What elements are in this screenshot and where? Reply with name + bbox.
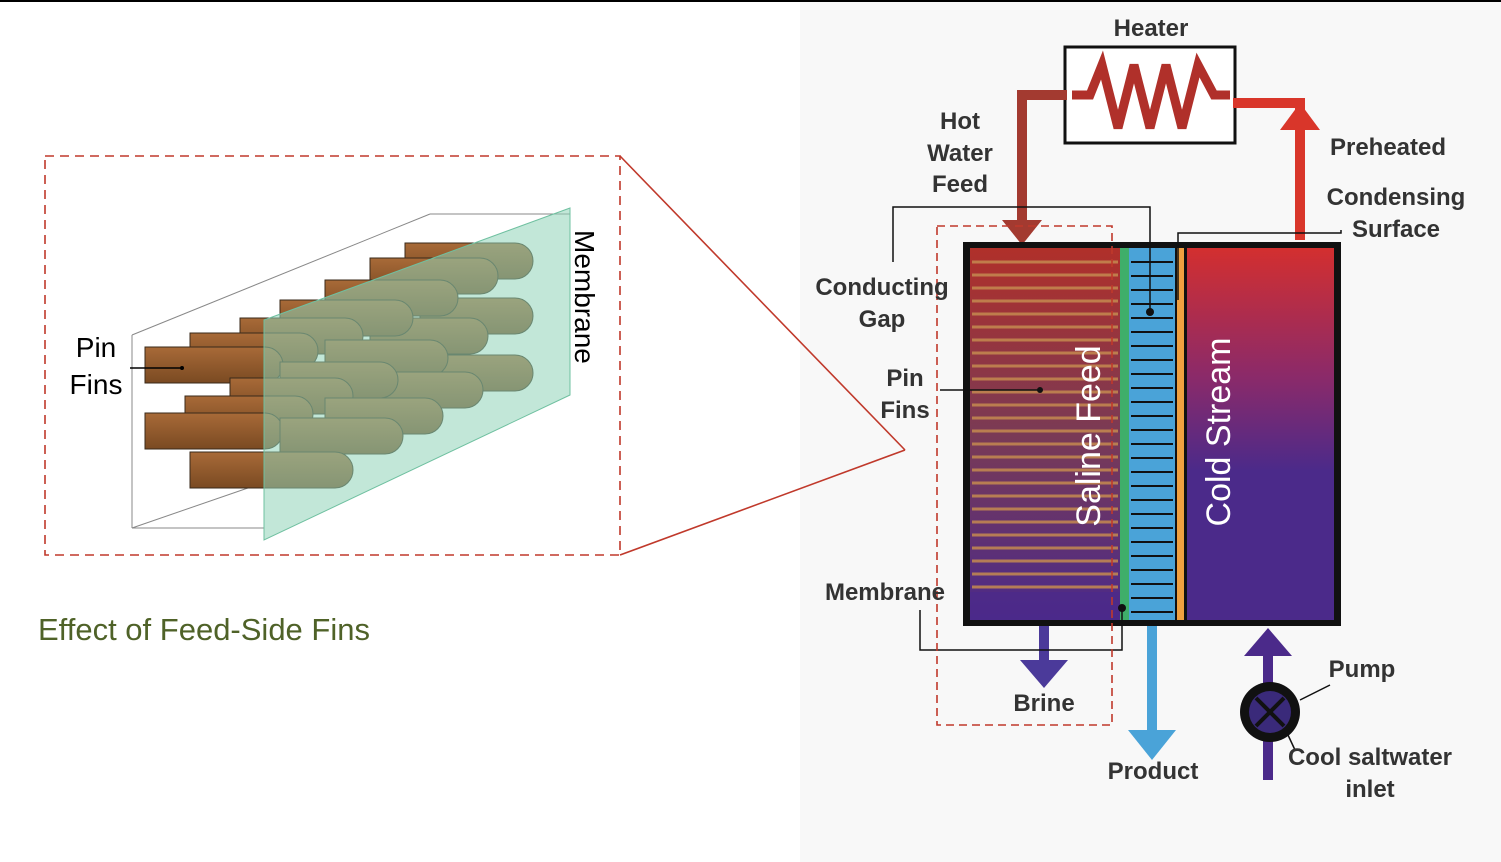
pump-label: Pump bbox=[1329, 656, 1396, 683]
condensing-surface-leader bbox=[1177, 230, 1342, 300]
membrane-plane bbox=[263, 207, 571, 541]
zoom-membrane-label: Membrane bbox=[569, 230, 600, 364]
condensing-label-1: Condensing bbox=[1327, 184, 1466, 211]
heater-coil-icon bbox=[1072, 50, 1230, 130]
saline-feed-chamber bbox=[970, 248, 1120, 620]
zoom-panel: Pin Fins Membrane bbox=[44, 155, 621, 556]
hot-feed-pipe bbox=[1017, 90, 1067, 225]
zoom-connector-top bbox=[619, 155, 906, 451]
zoom-pin-fins-label-1: Pin bbox=[76, 332, 116, 363]
cold-stream-chamber bbox=[1187, 248, 1334, 620]
cool-inlet-label-1: Cool saltwater bbox=[1288, 744, 1452, 771]
brine-label: Brine bbox=[1013, 690, 1074, 717]
cold-stream-label: Cold Stream bbox=[1200, 338, 1238, 527]
hot-feed-label-2: Water bbox=[927, 140, 993, 167]
product-arrow-icon bbox=[1128, 730, 1176, 760]
brine-arrow-icon bbox=[1020, 660, 1068, 688]
caption-title: Effect of Feed-Side Fins bbox=[38, 612, 370, 647]
membrane-strip bbox=[1120, 248, 1129, 620]
top-divider-line bbox=[0, 0, 1501, 2]
schematic: Saline Feed Cold Stream Heater bbox=[815, 15, 1465, 803]
conducting-gap-lines bbox=[1131, 261, 1173, 613]
feed-dashed-box bbox=[936, 225, 1113, 726]
preheated-label: Preheated bbox=[1330, 134, 1446, 161]
cool-inlet-label-2: inlet bbox=[1345, 776, 1394, 803]
cold-inlet-arrow-icon bbox=[1244, 628, 1292, 656]
zoom-dashed-box bbox=[44, 155, 621, 556]
hot-feed-label-3: Feed bbox=[932, 171, 988, 198]
conducting-gap-label-1: Conducting bbox=[815, 274, 948, 301]
hot-feed-arrow-icon bbox=[1002, 220, 1042, 245]
saline-feed-fins bbox=[972, 260, 1118, 589]
membrane-leader bbox=[919, 610, 1123, 651]
zoom-connector-bottom bbox=[619, 449, 906, 556]
cool-inlet-leader bbox=[1287, 734, 1296, 751]
zoom-pin-fins-label-2: Fins bbox=[70, 369, 123, 400]
pin-fins-label-2: Fins bbox=[880, 397, 929, 424]
heater-label: Heater bbox=[1114, 15, 1189, 42]
condensing-surface-strip bbox=[1177, 248, 1184, 620]
saline-feed-label: Saline Feed bbox=[1070, 345, 1108, 526]
pump-leader bbox=[1299, 684, 1331, 701]
product-label: Product bbox=[1108, 758, 1199, 785]
hot-feed-label-1: Hot bbox=[940, 108, 980, 135]
conducting-gap-leader bbox=[892, 206, 1151, 310]
conducting-gap-label-2: Gap bbox=[859, 306, 906, 333]
pin-fins-label-1: Pin bbox=[886, 365, 923, 392]
preheated-arrow-icon bbox=[1280, 103, 1320, 130]
pump-icon bbox=[1240, 682, 1300, 742]
condensing-label-2: Surface bbox=[1352, 216, 1440, 243]
membrane-label: Membrane bbox=[825, 579, 945, 606]
